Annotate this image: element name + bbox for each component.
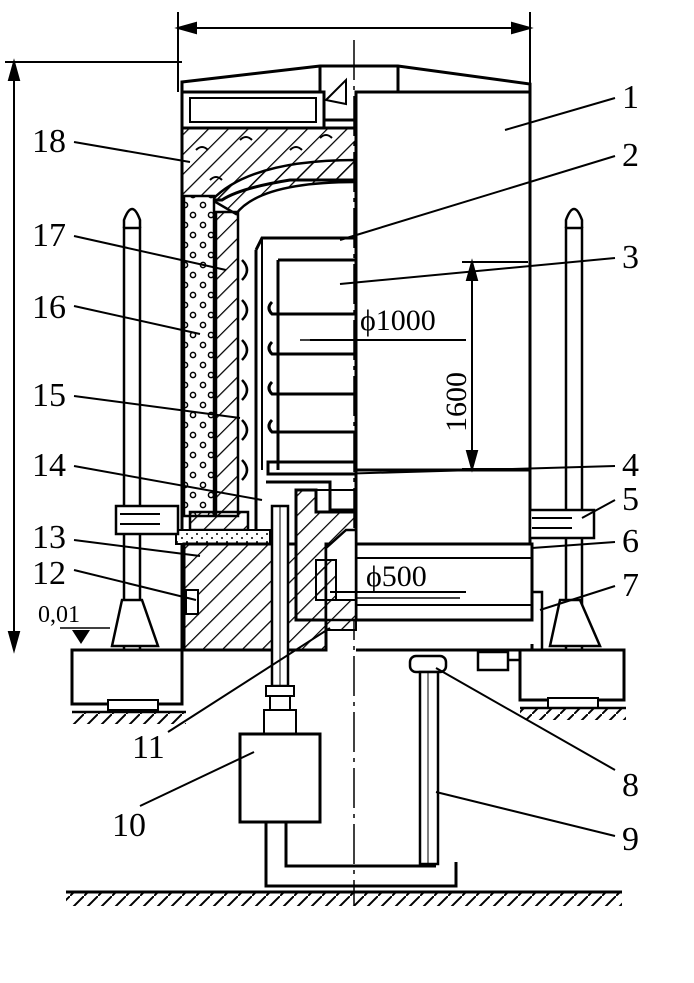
- shaft-and-drive: [238, 504, 458, 888]
- label-10: 10: [112, 807, 146, 844]
- dimension-labels: ϕ1000 ϕ500 1600 0,01: [38, 304, 473, 628]
- label-8: 8: [622, 767, 639, 804]
- diameter-500-label: ϕ500: [366, 560, 427, 593]
- furnace-wall-section: [175, 92, 328, 652]
- label-1: 1: [622, 79, 639, 116]
- column-left: [110, 207, 180, 702]
- label-14: 14: [32, 447, 66, 484]
- label-15: 15: [32, 377, 66, 414]
- column-right: [528, 207, 602, 702]
- leader-lines: [73, 97, 616, 837]
- label-9: 9: [622, 821, 639, 858]
- label-13: 13: [32, 519, 66, 556]
- height-1600-label: 1600: [440, 372, 473, 432]
- label-4: 4: [622, 447, 639, 484]
- dimension-lines: [5, 12, 534, 654]
- label-2: 2: [622, 137, 639, 174]
- level-label: 0,01: [38, 602, 80, 628]
- label-3: 3: [622, 239, 639, 276]
- lift-cylinder: [408, 590, 544, 866]
- lower-retort-section: [294, 488, 532, 631]
- foundation: [60, 627, 626, 906]
- label-6: 6: [622, 523, 639, 560]
- part-number-labels: 1 2 3 4 5 6 7 8 9 10 11 12 13 14 15 16 1…: [32, 79, 639, 858]
- label-17: 17: [32, 217, 66, 254]
- label-11: 11: [132, 729, 165, 766]
- label-18: 18: [32, 123, 66, 160]
- label-16: 16: [32, 289, 66, 326]
- furnace-lid-section: [180, 77, 358, 216]
- label-7: 7: [622, 567, 639, 604]
- diameter-1000-label: ϕ1000: [360, 304, 436, 337]
- label-12: 12: [32, 555, 66, 592]
- retort: [254, 236, 358, 530]
- label-5: 5: [622, 481, 639, 518]
